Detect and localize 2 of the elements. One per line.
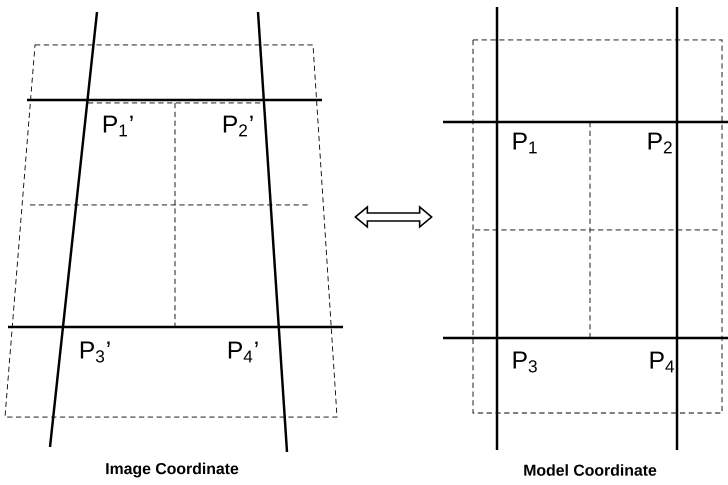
- panel-title: Model Coordinate: [524, 464, 656, 476]
- panel-title: Image Coordinate: [106, 462, 238, 478]
